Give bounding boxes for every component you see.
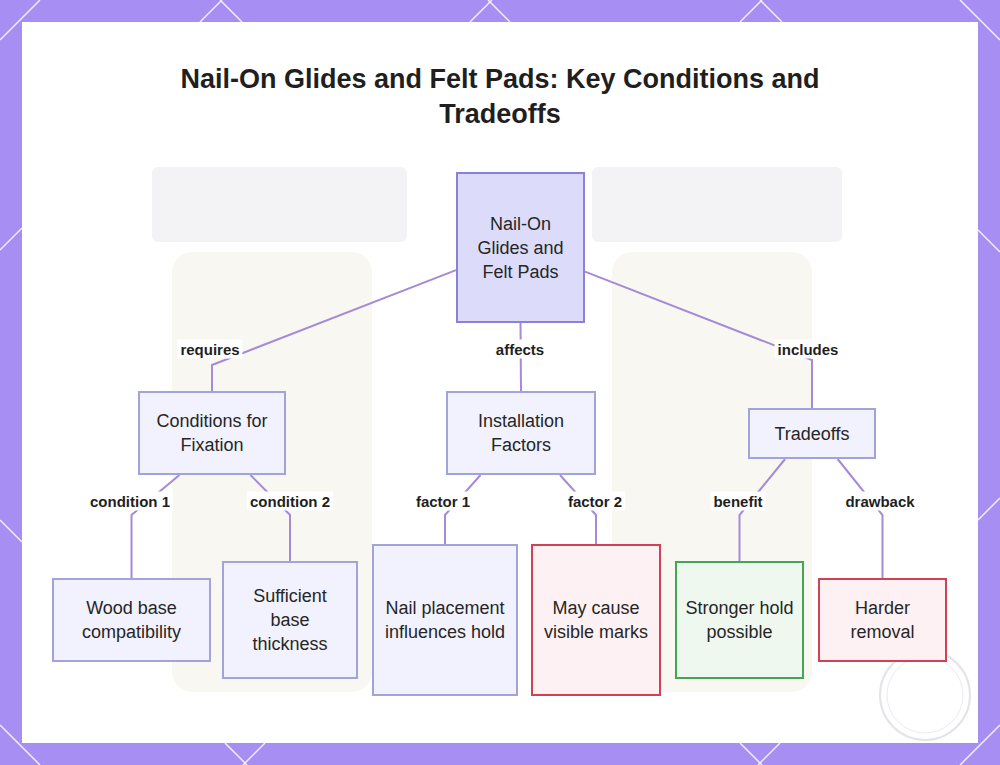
node-text-group: Harder removal	[828, 596, 937, 644]
edge-label: requires	[177, 340, 242, 359]
connector-line	[132, 475, 180, 578]
node-label: Stronger hold possible	[685, 596, 794, 644]
node-label: Conditions for Fixation	[148, 409, 276, 457]
edge-label: factor 2	[565, 492, 625, 511]
diagram-title: Nail-On Glides and Felt Pads: Key Condit…	[150, 62, 850, 132]
edge-label: condition 1	[87, 492, 173, 511]
edge-label: includes	[775, 340, 842, 359]
node-label: Sufficient base thickness	[232, 584, 348, 656]
connector-line	[212, 270, 456, 391]
connector-line	[250, 475, 290, 561]
connector-line	[838, 459, 883, 578]
node-label: Wood base compatibility	[62, 596, 201, 644]
node-label: May cause visible marks	[541, 596, 651, 644]
node-label: Nail placement influences hold	[382, 596, 508, 644]
node-text-group: Stronger hold possible	[685, 596, 794, 644]
category-box: Tradeoffs	[748, 408, 876, 459]
drawback-box: May cause visible marks	[531, 544, 661, 696]
detail-box: Nail placement influences hold	[372, 544, 518, 696]
node-text-group: Sufficient base thickness	[232, 584, 348, 656]
node-text-group: Nail-On Glides and Felt Pads	[476, 212, 565, 284]
node-label: Tradeoffs	[774, 422, 849, 446]
edge-label: factor 1	[413, 492, 473, 511]
node-text-group: Tradeoffs	[774, 422, 849, 446]
edge-label: condition 2	[247, 492, 333, 511]
category-box: Conditions for Fixation	[138, 391, 286, 475]
category-box: Installation Factors	[446, 391, 596, 475]
detail-box: Wood base compatibility	[52, 578, 211, 662]
drawback-box: Harder removal	[818, 578, 947, 662]
node-text-group: Nail placement influences hold	[382, 596, 508, 644]
benefit-box: Stronger hold possible	[675, 561, 804, 679]
node-text-group: May cause visible marks	[541, 596, 651, 644]
node-text-group: Conditions for Fixation	[148, 409, 276, 457]
node-label: Nail-On Glides and Felt Pads	[476, 212, 565, 284]
edge-label: benefit	[710, 492, 765, 511]
node-text-group: Installation Factors	[456, 409, 586, 457]
node-text-group: Wood base compatibility	[62, 596, 201, 644]
edge-label: drawback	[842, 492, 917, 511]
root-box: Nail-On Glides and Felt Pads	[456, 172, 585, 323]
node-label: Harder removal	[828, 596, 937, 644]
detail-box: Sufficient base thickness	[222, 561, 358, 679]
node-label: Installation Factors	[456, 409, 586, 457]
edge-label: affects	[493, 340, 547, 359]
